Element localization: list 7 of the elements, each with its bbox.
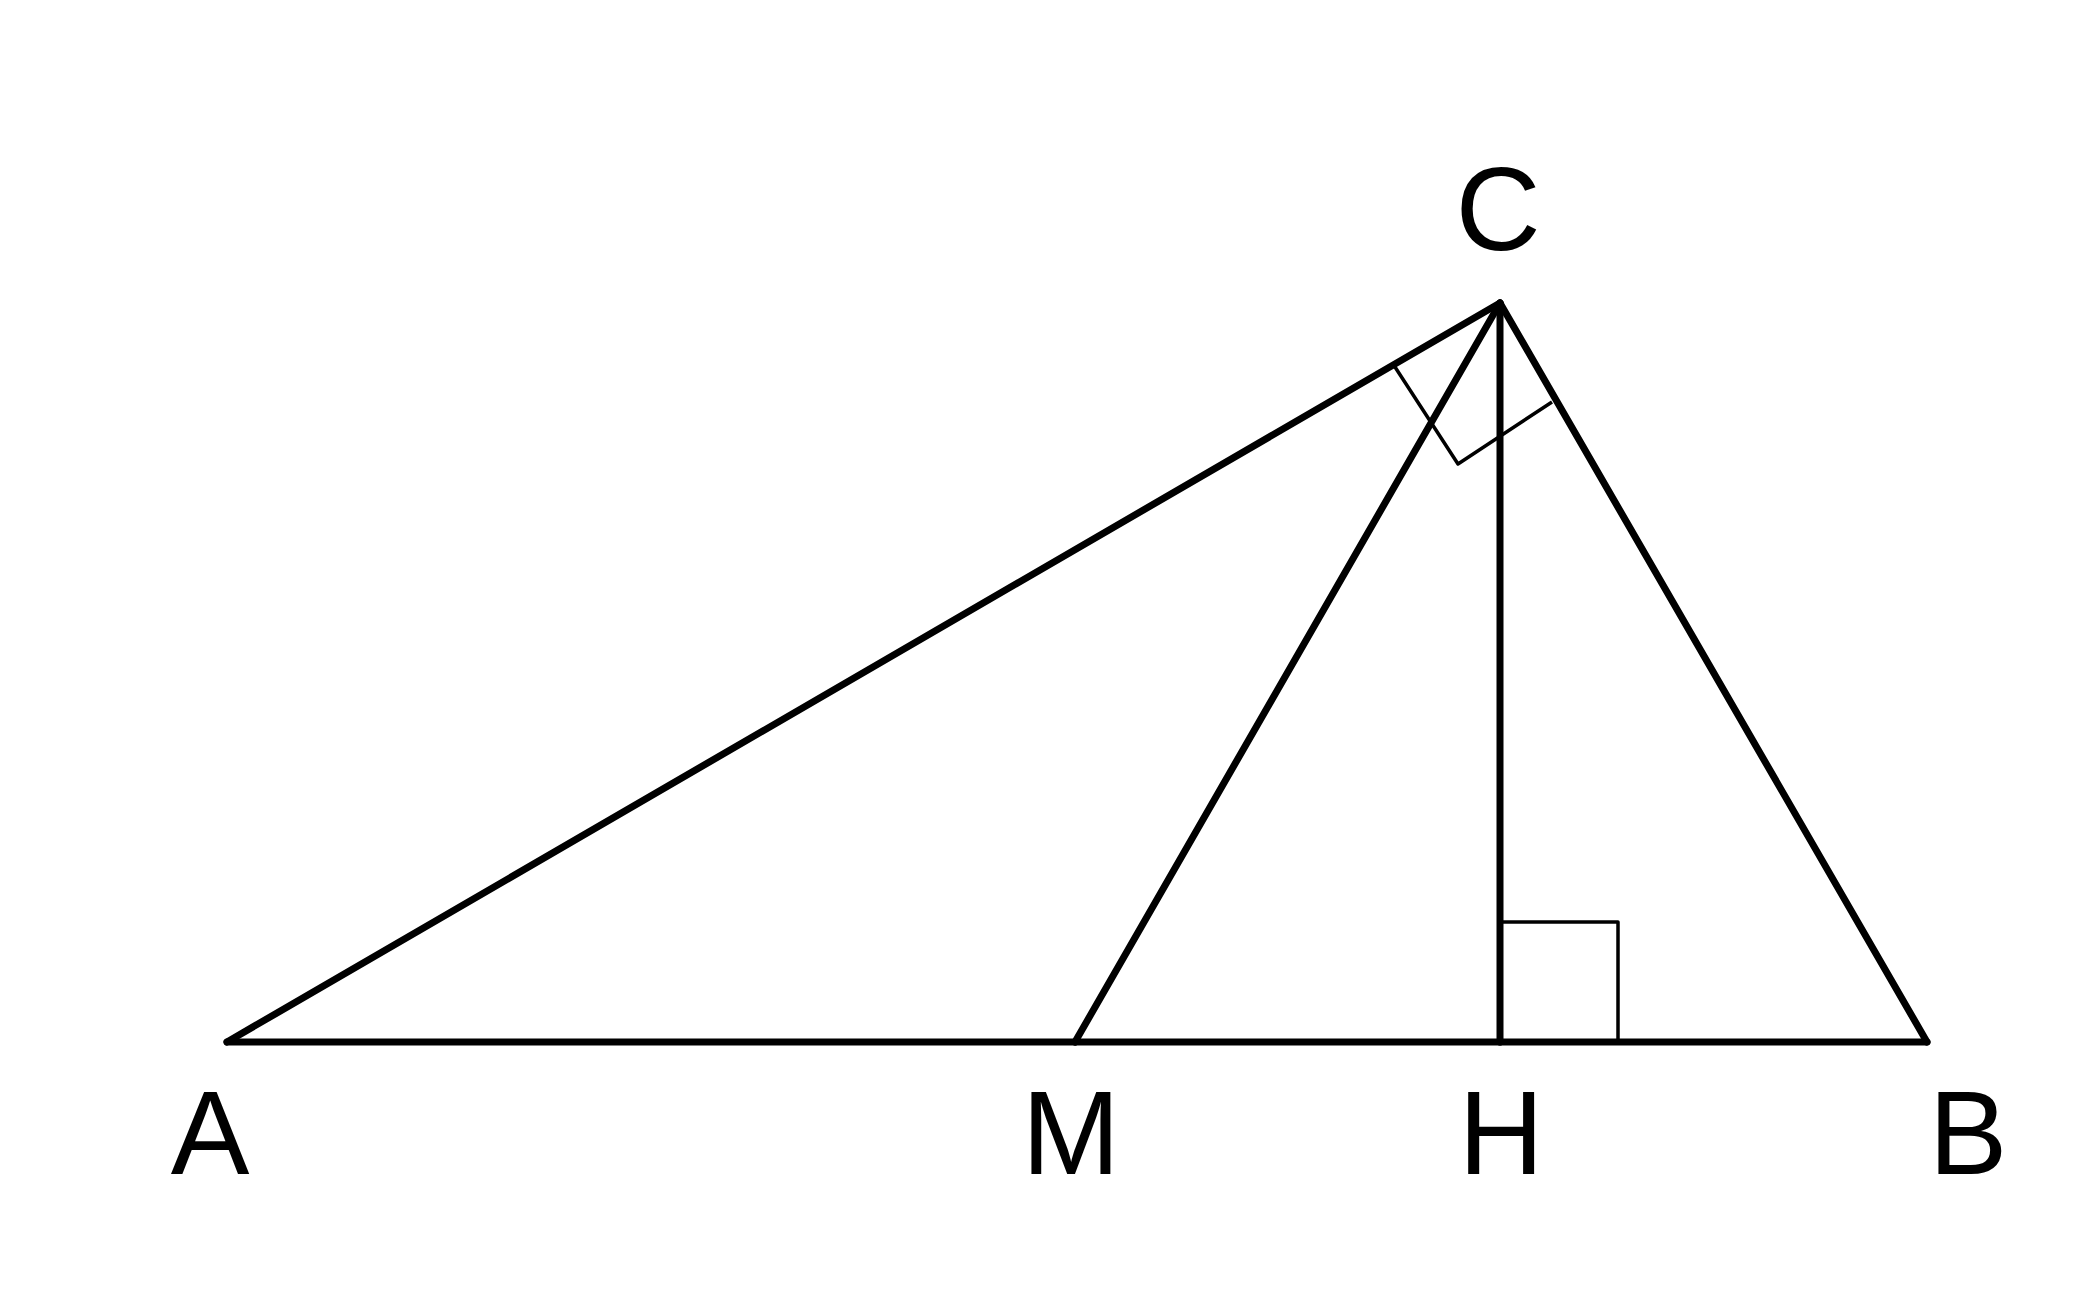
point-label: H (1458, 1074, 1544, 1192)
point-label: A (170, 1074, 250, 1192)
line-segment (1071, 299, 1504, 1046)
point-label: M (1021, 1074, 1121, 1192)
line-segment (1496, 299, 1504, 1046)
point-label: B (1928, 1074, 2008, 1192)
point-label: C (1455, 150, 1541, 268)
